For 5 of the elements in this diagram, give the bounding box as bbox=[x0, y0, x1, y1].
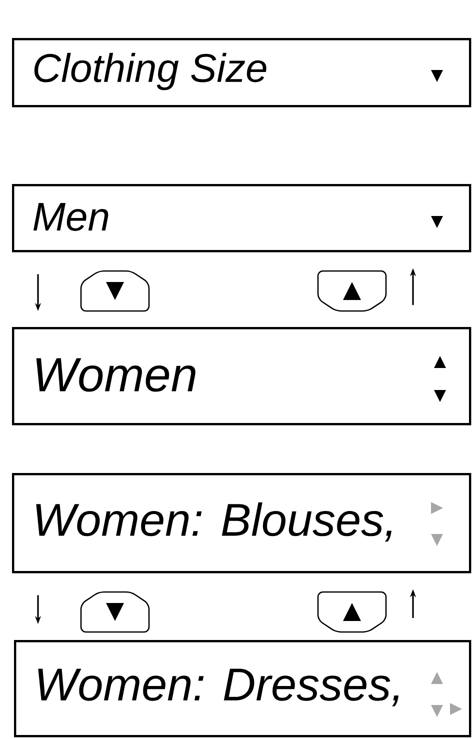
display-box: Women: Dresses, bbox=[14, 640, 472, 738]
display-box: Men bbox=[12, 184, 472, 252]
display-box: Women: Blouses, bbox=[12, 473, 472, 574]
display-box: Clothing Size bbox=[12, 38, 472, 108]
display-box: Women bbox=[12, 327, 472, 426]
